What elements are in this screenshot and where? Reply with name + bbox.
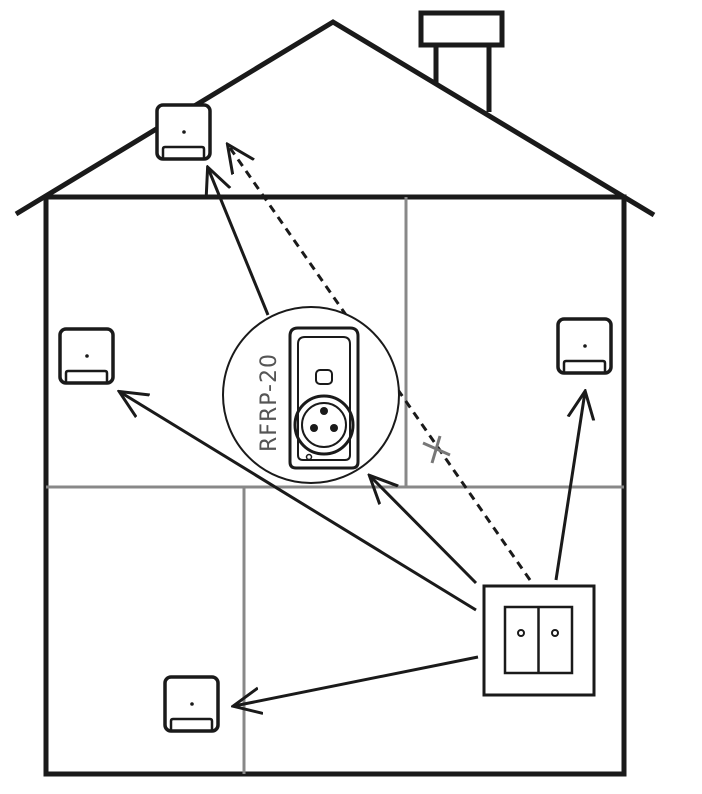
repeater-label: RFRP-20 <box>257 353 282 452</box>
arrow-switch-to-left-receiver <box>120 392 477 612</box>
arrow-switch-to-right-receiver <box>554 392 585 581</box>
chimney-cap <box>418 10 505 48</box>
receiver-left-room <box>58 327 115 385</box>
receiver-unit-icon <box>163 675 220 733</box>
rf-repeater-plug-icon <box>288 326 360 470</box>
wall-switch-icon <box>482 584 596 697</box>
receiver-unit-icon <box>58 327 115 385</box>
blocked-cross-icon <box>422 435 451 464</box>
arrow-repeater-to-attic-receiver <box>208 168 270 316</box>
arrow-switch-to-bottom-receiver <box>234 655 479 706</box>
interior-walls <box>46 197 624 774</box>
receiver-bottom-room <box>163 675 220 733</box>
signal-paths <box>120 145 585 706</box>
direct-path-blocked <box>228 145 532 581</box>
receiver-attic <box>155 103 212 161</box>
receiver-right-room <box>556 317 613 375</box>
repeater: RFRP-20 <box>222 306 400 484</box>
receiver-unit-icon <box>155 103 212 161</box>
roof <box>14 19 656 218</box>
arrow-switch-to-repeater <box>370 476 478 585</box>
receiver-unit-icon <box>556 317 613 375</box>
wall-switch <box>482 584 596 697</box>
